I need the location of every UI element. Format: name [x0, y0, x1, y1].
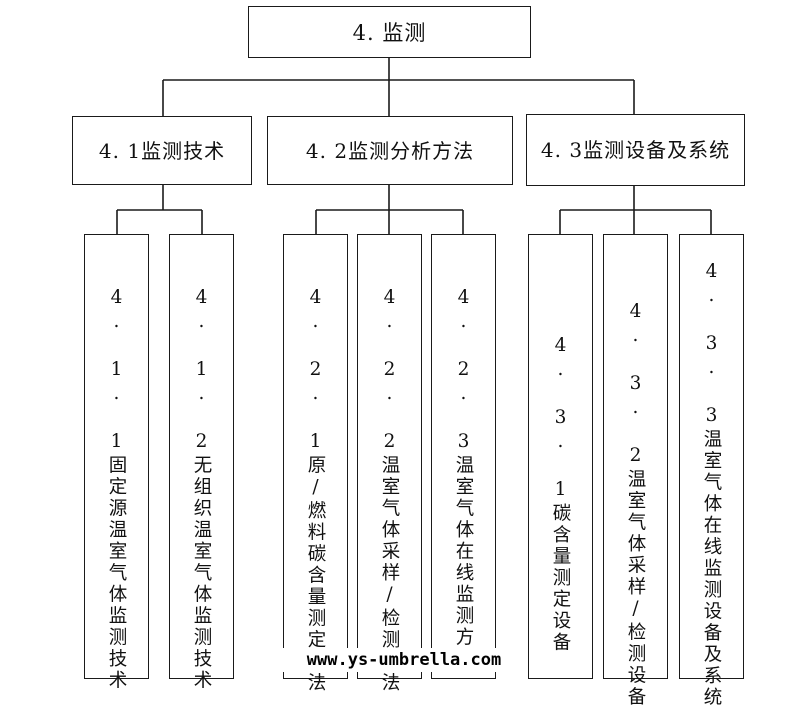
root-node-label: 4. 监测 [352, 21, 427, 45]
leaf-node-online-monitoring-method: 4. 2. 3温室气体在线监测方法 [431, 234, 496, 679]
leaf-node-fugitive-monitoring: 4. 1. 2无组织温室气体监测技术 [169, 234, 234, 692]
leaf-node-label: 4. 3. 3温室气体在线监测设备及系统 [701, 261, 722, 709]
leaf-node-sampling-method: 4. 2. 2温室气体采样/检测方法 [357, 234, 422, 694]
leaf-node-sampling-equipment: 4. 3. 2温室气体采样/检测设备 [603, 234, 668, 708]
leaf-node-label: 4. 2. 1原/燃料碳含量测定方法 [305, 287, 326, 694]
group-node-analysis-methods: 4. 2监测分析方法 [267, 116, 513, 185]
leaf-node-label: 4. 3. 1碳含量测定设备 [550, 335, 571, 654]
hierarchy-diagram: 4. 监测 4. 1监测技术 4. 2监测分析方法 4. 3监测设备及系统 4.… [72, 6, 745, 709]
group-node-label: 4. 2监测分析方法 [305, 138, 475, 163]
leaf-node-label: 4. 1. 1固定源温室气体监测技术 [106, 287, 127, 692]
connector-lines [116, 58, 712, 234]
group-node-monitoring-technology: 4. 1监测技术 [72, 116, 252, 185]
leaf-node-label: 4. 3. 2温室气体采样/检测设备 [625, 301, 646, 708]
leaf-node-online-monitoring-system: 4. 3. 3温室气体在线监测设备及系统 [679, 234, 744, 709]
root-node: 4. 监测 [248, 6, 531, 58]
group-node-label: 4. 1监测技术 [98, 138, 226, 163]
group-node-equipment-and-systems: 4. 3监测设备及系统 [526, 114, 745, 186]
group-node-label: 4. 3监测设备及系统 [540, 138, 731, 162]
leaf-node-label: 4. 2. 3温室气体在线监测方法 [453, 287, 474, 670]
watermark-url: www.ys-umbrella.com [280, 648, 528, 672]
leaf-node-fixed-source-monitoring: 4. 1. 1固定源温室气体监测技术 [84, 234, 149, 692]
leaf-node-label: 4. 1. 2无组织温室气体监测技术 [191, 287, 212, 692]
leaf-node-carbon-content-equipment: 4. 3. 1碳含量测定设备 [528, 234, 593, 679]
leaf-node-label: 4. 2. 2温室气体采样/检测方法 [379, 287, 400, 694]
leaf-node-carbon-content-method: 4. 2. 1原/燃料碳含量测定方法 [283, 234, 348, 694]
